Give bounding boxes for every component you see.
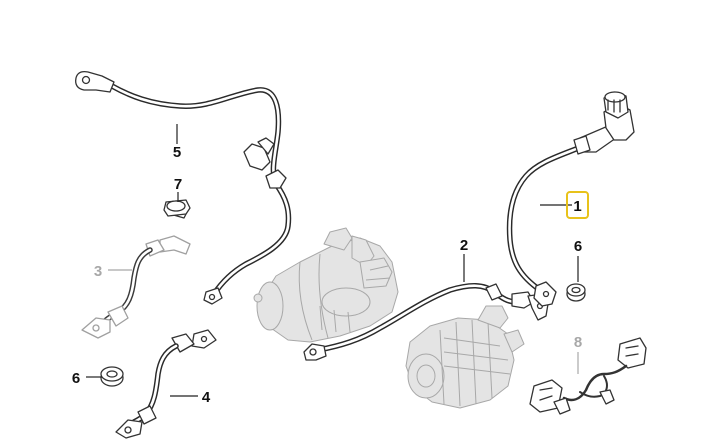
cable-part-1	[506, 91, 635, 307]
part-label-5[interactable]: 5	[173, 144, 181, 161]
part-label-1[interactable]: 1	[573, 198, 581, 215]
part-label-6-left[interactable]: 6	[72, 370, 80, 387]
part-label-7[interactable]: 7	[174, 176, 182, 193]
cable-part-3	[81, 235, 191, 339]
grommet-part-6-right	[566, 283, 586, 302]
cable-part-5	[75, 70, 292, 305]
part-label-3[interactable]: 3	[94, 263, 102, 280]
part-1-highlight-box	[566, 191, 589, 219]
part-label-2[interactable]: 2	[460, 237, 468, 254]
harness-part-8	[529, 337, 647, 415]
part-label-4[interactable]: 4	[202, 389, 211, 406]
part-label-8[interactable]: 8	[574, 334, 582, 351]
cable-part-4	[115, 329, 217, 439]
part-label-6-right[interactable]: 6	[574, 238, 582, 255]
alternator-drawing	[405, 305, 525, 409]
bolt-part-7	[163, 199, 191, 219]
starter-motor-drawing	[253, 227, 399, 343]
grommet-part-6-left	[100, 366, 124, 387]
